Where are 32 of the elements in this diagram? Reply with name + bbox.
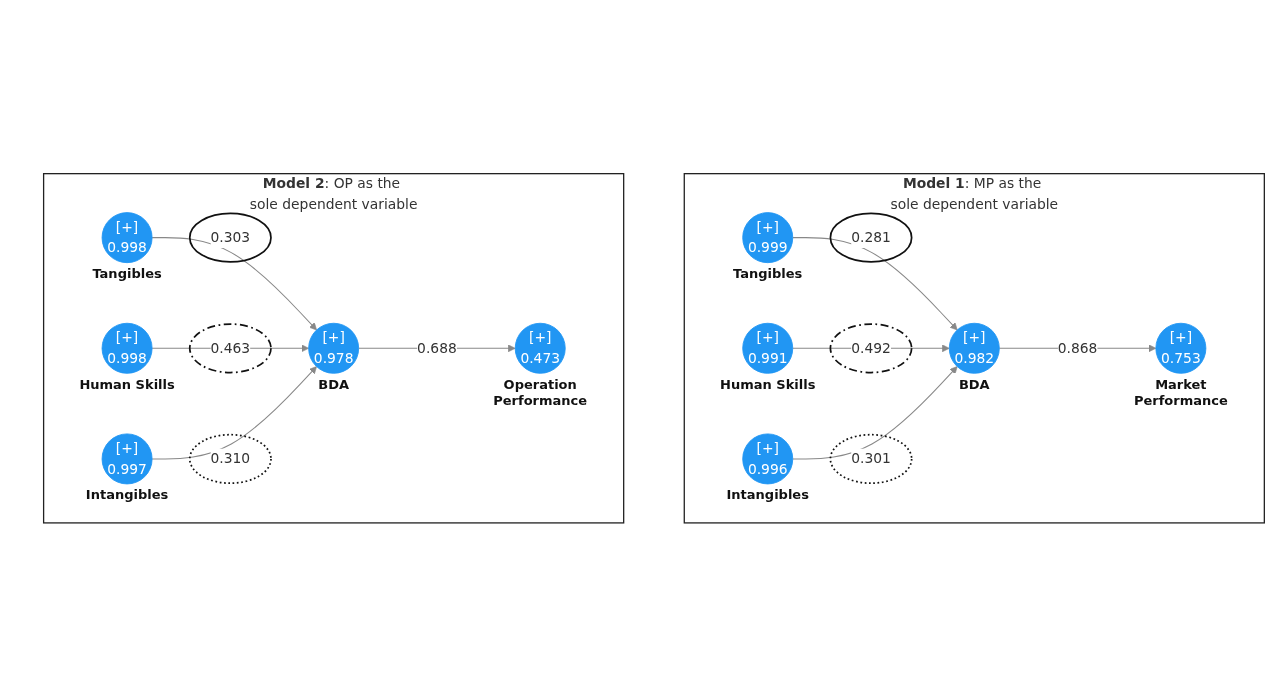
node-circle: [+] 0.999 — [742, 212, 794, 264]
arrow — [792, 237, 958, 331]
edge-label: 0.303 — [210, 229, 251, 246]
node-circle: [+] 0.996 — [742, 433, 794, 485]
node-caption: Operation Performance — [492, 376, 589, 409]
node-circle: [+] 0.978 — [308, 323, 360, 374]
node-caption: Tangibles — [92, 265, 162, 282]
node-caption: Market Performance — [1132, 376, 1229, 409]
node-circle: [+] 0.991 — [742, 323, 794, 374]
node-circle: [+] 0.982 — [948, 323, 1000, 374]
edge-label: 0.868 — [1057, 339, 1098, 357]
node-circle: [+] 0.997 — [101, 433, 153, 485]
node-circle: [+] 0.473 — [514, 323, 566, 374]
edge-label: 0.281 — [851, 229, 891, 246]
node-caption: Human Skills — [720, 376, 816, 393]
edge-label: 0.492 — [851, 339, 891, 357]
node-circle: [+] 0.753 — [1155, 323, 1207, 374]
edge-label: 0.310 — [210, 450, 251, 467]
node-caption: Intangibles — [85, 487, 169, 504]
arrow — [151, 366, 317, 460]
node-caption: Intangibles — [726, 487, 809, 504]
node-caption: Tangibles — [733, 265, 803, 282]
edge-label: 0.301 — [851, 450, 891, 467]
arrow — [151, 237, 317, 331]
arrow — [792, 366, 958, 460]
node-caption: Human Skills — [79, 376, 175, 393]
edge-label: 0.463 — [210, 339, 251, 357]
node-circle: [+] 0.998 — [101, 212, 153, 264]
node-caption: BDA — [318, 376, 349, 393]
node-circle: [+] 0.998 — [101, 323, 153, 374]
node-caption: BDA — [958, 376, 990, 393]
edge-label: 0.688 — [417, 339, 457, 357]
